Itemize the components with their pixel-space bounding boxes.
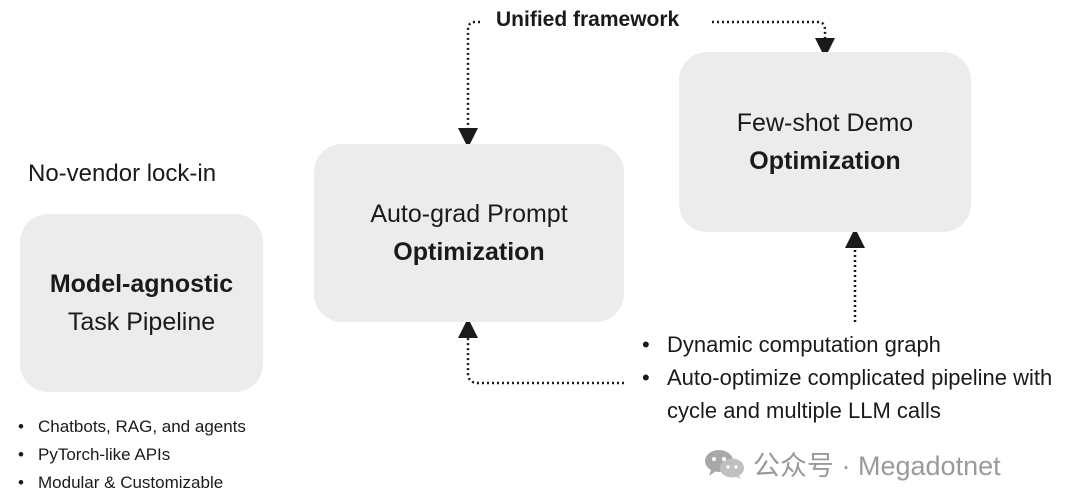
list-item: Auto-optimize complicated pipeline with … bbox=[642, 361, 1077, 427]
prompt-box-subtitle: Auto-grad Prompt bbox=[370, 200, 568, 228]
prompt-optimization-box: Auto-grad Prompt Optimization bbox=[314, 144, 624, 322]
list-item: Modular & Customizable bbox=[18, 469, 246, 497]
demo-box-subtitle: Few-shot Demo bbox=[736, 109, 914, 137]
right-bullet-list: Dynamic computation graph Auto-optimize … bbox=[642, 328, 1077, 427]
unified-framework-label: Unified framework bbox=[494, 8, 682, 32]
watermark: 公众号 · Megadotnet bbox=[703, 444, 1001, 483]
framework-arrow-to-prompt bbox=[458, 20, 480, 148]
list-item: Dynamic computation graph bbox=[642, 328, 1077, 361]
demo-optimization-box: Few-shot Demo Optimization bbox=[679, 52, 971, 232]
model-agnostic-box: Model-agnostic Task Pipeline bbox=[20, 214, 263, 392]
model-box-subtitle: Task Pipeline bbox=[67, 308, 216, 336]
no-vendor-caption: No-vendor lock-in bbox=[28, 160, 217, 187]
prompt-box-title: Optimization bbox=[393, 238, 545, 266]
left-bullet-list: Chatbots, RAG, and agents PyTorch-like A… bbox=[18, 413, 246, 497]
watermark-text: 公众号 · Megadotnet bbox=[753, 451, 1001, 481]
demo-box-title: Optimization bbox=[749, 147, 901, 175]
framework-arrow-to-demo bbox=[712, 20, 835, 58]
model-box-title: Model-agnostic bbox=[49, 270, 234, 298]
list-item: Chatbots, RAG, and agents bbox=[18, 413, 246, 441]
feedback-arrow-to-prompt bbox=[458, 318, 624, 385]
wechat-icon bbox=[705, 449, 744, 479]
list-item: PyTorch-like APIs bbox=[18, 441, 246, 469]
